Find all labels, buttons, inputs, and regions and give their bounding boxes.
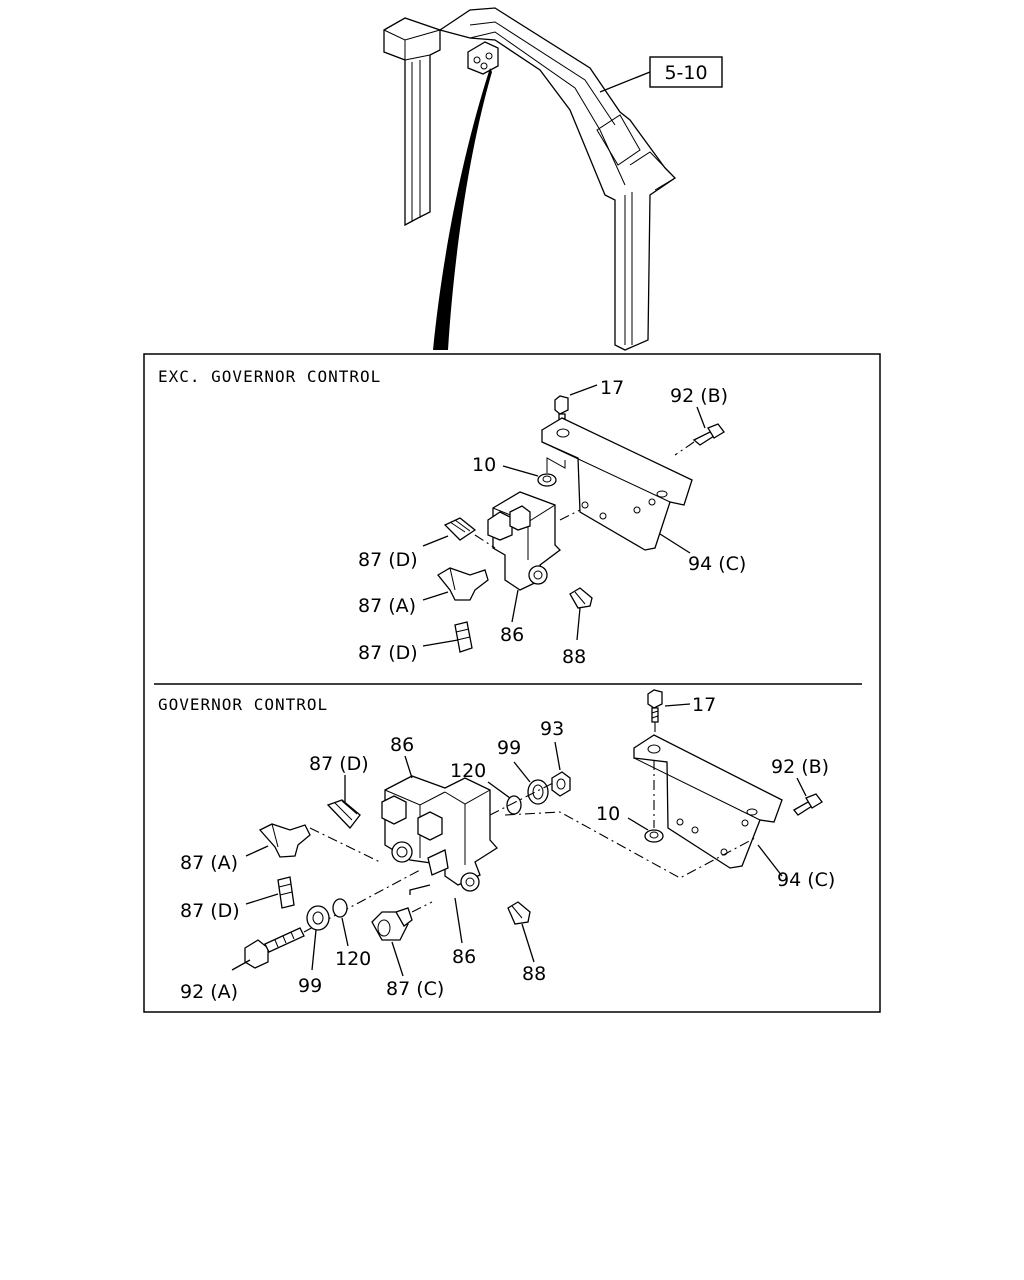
- reference-number: 5-10: [664, 62, 707, 84]
- bolt-92b: [674, 423, 725, 456]
- plug-88: [569, 587, 593, 609]
- label-88-lower: 88: [522, 963, 546, 985]
- bottom-assembly: [231, 689, 823, 977]
- label-99-lower: 99: [298, 975, 322, 997]
- nut-93: [551, 771, 571, 797]
- label-17-lower: 17: [692, 694, 716, 716]
- label-93: 93: [540, 718, 564, 740]
- detail-leader: [433, 68, 492, 350]
- oring-120-lower: [332, 898, 348, 918]
- plug-88-lower: [507, 901, 531, 925]
- label-87d-bottom-lower: 87 (D): [180, 900, 240, 922]
- label-92b: 92 (B): [670, 385, 728, 407]
- label-10: 10: [472, 454, 496, 476]
- label-87d: 87 (D): [358, 549, 418, 571]
- top-assembly: [422, 384, 725, 653]
- label-86: 86: [500, 624, 524, 646]
- label-87d-bottom: 87 (D): [309, 753, 369, 775]
- label-17: 17: [600, 377, 624, 399]
- label-10-lower: 10: [596, 803, 620, 825]
- nut-10-lower: [644, 760, 664, 843]
- section-title-governor-control: GOVERNOR CONTROL: [158, 695, 328, 714]
- section-title-exc-governor-control: EXC. GOVERNOR CONTROL: [158, 367, 381, 386]
- fitting-87d-upper: [443, 517, 496, 549]
- elbow-87a: [437, 567, 489, 601]
- label-99-upper: 99: [497, 737, 521, 759]
- valve-86-double: [381, 775, 498, 892]
- label-87d-lower: 87 (D): [358, 642, 418, 664]
- bolt-92b-lower: [793, 793, 823, 816]
- label-92a: 92 (A): [180, 981, 238, 1003]
- fitting-87c: [371, 901, 433, 941]
- detail-box: [143, 353, 881, 1013]
- label-86-lower: 86: [452, 946, 476, 968]
- fitting-87d-bottom-upper: [326, 799, 361, 829]
- label-87c: 87 (C): [386, 978, 444, 1000]
- valve-86: [487, 491, 581, 591]
- nut-10: [537, 457, 566, 487]
- bolt-17-lower: [647, 689, 663, 740]
- label-87a: 87 (A): [358, 595, 416, 617]
- label-92b-lower: 92 (B): [771, 756, 829, 778]
- label-86-upper: 86: [390, 734, 414, 756]
- label-87a-bottom: 87 (A): [180, 852, 238, 874]
- reference-callout: 5-10: [599, 56, 723, 93]
- label-94c: 94 (C): [688, 553, 746, 575]
- elbow-87a-bottom: [258, 823, 381, 863]
- label-120-lower: 120: [335, 948, 371, 970]
- bracket-94c: [541, 417, 693, 551]
- bracket-94c-lower: [633, 734, 783, 869]
- fitting-87d-bottom-lower: [277, 876, 295, 909]
- label-94c-lower: 94 (C): [777, 869, 835, 891]
- cab-frame-illustration: [383, 7, 677, 351]
- spacer-99-upper: [527, 779, 549, 805]
- label-120-upper: 120: [450, 760, 486, 782]
- label-88: 88: [562, 646, 586, 668]
- fitting-87d-lower: [454, 621, 473, 653]
- spacer-99-lower: [306, 905, 330, 931]
